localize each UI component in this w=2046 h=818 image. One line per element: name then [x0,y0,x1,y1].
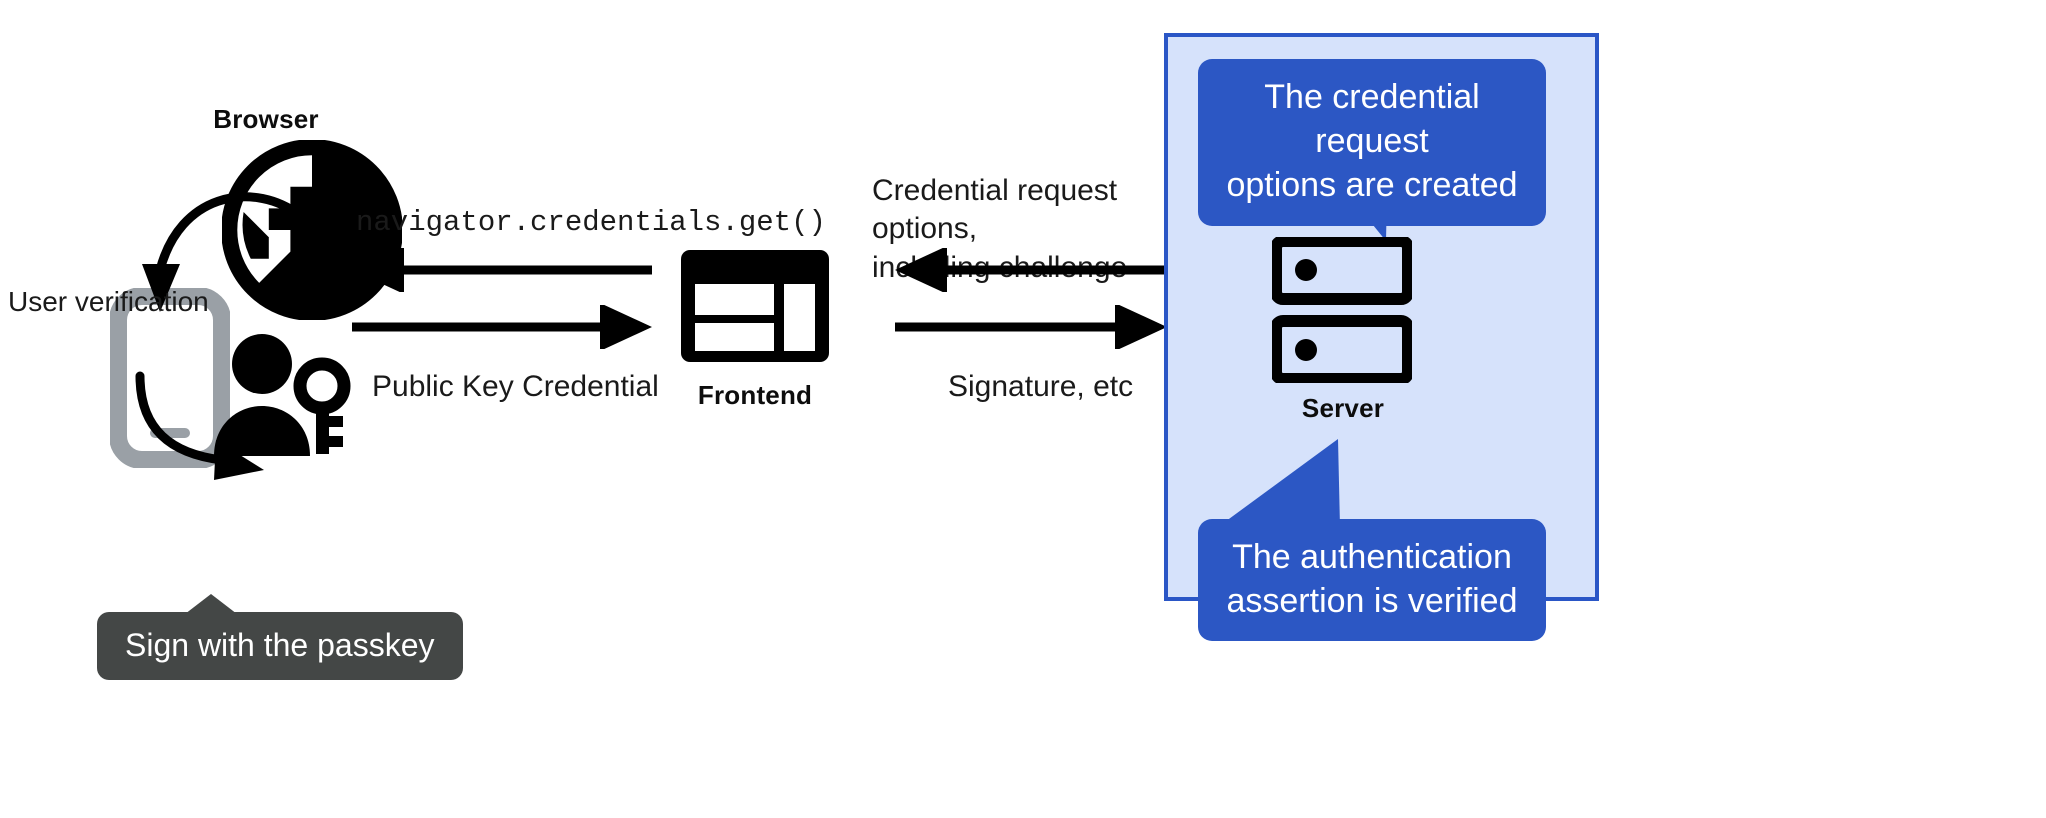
user-with-key-icon [200,332,360,462]
arrow-left-frontend-to-browser-icon [352,246,652,294]
signature-etc-label: Signature, etc [948,370,1134,403]
arrow-right-browser-to-frontend-icon [352,303,652,351]
server-panel: The credential request options are creat… [1164,33,1599,642]
callout-bottom-tail-icon [1198,439,1398,529]
tooltip-tail-icon [185,594,237,614]
callout-credential-options: The credential request options are creat… [1198,59,1546,226]
arrow-left-server-to-frontend-icon [895,246,1167,294]
browser-label: Browser [213,104,319,134]
navigator-credentials-get-label: navigator.credentials.get() [356,206,826,239]
callout-authentication-assertion: The authentication assertion is verified [1198,519,1546,642]
frontend-window-icon [681,250,829,362]
public-key-credential-label: Public Key Credential [372,370,659,403]
arrow-right-frontend-to-server-icon [895,303,1167,351]
user-verification-label: User verification [8,286,209,317]
arrow-browser-to-phone-icon [90,160,310,340]
frontend-label: Frontend [697,380,813,410]
sign-passkey-tooltip-text: Sign with the passkey [97,612,463,681]
server-label: Server [1301,393,1385,423]
server-rack-icon [1270,235,1414,385]
